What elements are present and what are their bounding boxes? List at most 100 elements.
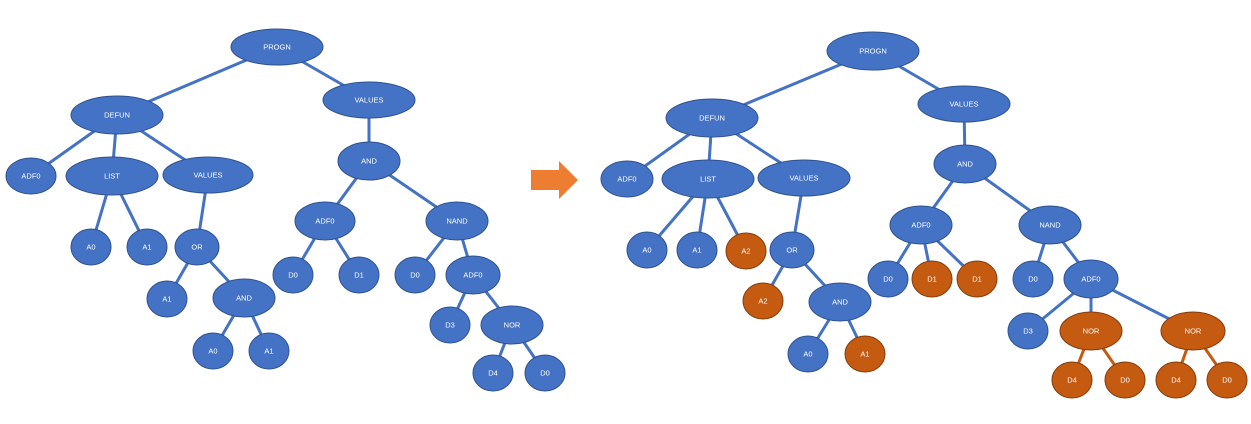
node-d1b: D1 — [956, 260, 998, 298]
node-label: A1 — [860, 350, 869, 359]
node-a1c: A1 — [248, 332, 290, 370]
node-label: A1 — [264, 347, 273, 356]
node-ellipse — [294, 201, 356, 241]
node-d0a: D0 — [867, 260, 909, 298]
node-adf0b: ADF0 — [889, 205, 953, 245]
node-label: D4 — [1171, 376, 1181, 385]
node-and2: AND — [933, 144, 997, 184]
node-label: ADF0 — [21, 172, 40, 181]
node-a0b: A0 — [192, 332, 234, 370]
node-ellipse — [1063, 259, 1119, 299]
node-label: AND — [832, 298, 848, 307]
node-ellipse — [769, 231, 815, 269]
node-ellipse — [665, 98, 759, 138]
node-label: NAND — [446, 217, 468, 226]
node-label: A1 — [142, 243, 151, 252]
node-label: ADF0 — [1081, 275, 1100, 284]
node-ellipse — [1007, 312, 1049, 350]
node-d0c: D0 — [524, 354, 566, 392]
right-arrow-icon — [531, 161, 578, 199]
node-label: NAND — [1039, 221, 1061, 230]
node-adf0a: ADF0 — [5, 157, 57, 195]
node-label: ADF0 — [617, 175, 636, 184]
node-ellipse — [337, 141, 401, 181]
node-values1: VALUES — [322, 81, 416, 119]
node-ellipse — [757, 159, 851, 197]
node-ellipse — [626, 231, 668, 269]
node-ellipse — [1104, 361, 1146, 399]
node-ellipse — [725, 232, 767, 270]
node-nor: NOR — [480, 305, 544, 345]
node-label: A1 — [162, 295, 171, 304]
node-ellipse — [1059, 311, 1123, 351]
node-ellipse — [394, 256, 436, 294]
node-a1c: A1 — [844, 335, 886, 373]
node-ellipse — [126, 228, 168, 266]
node-defun: DEFUN — [70, 95, 164, 135]
node-ellipse — [956, 260, 998, 298]
node-label: D0 — [883, 275, 893, 284]
node-d3: D3 — [1007, 312, 1049, 350]
node-ellipse — [174, 228, 220, 266]
node-label: VALUES — [193, 171, 222, 180]
node-values2: VALUES — [757, 159, 851, 197]
node-ellipse — [1160, 311, 1226, 351]
node-label: NOR — [504, 321, 521, 330]
node-ellipse — [661, 159, 755, 199]
node-label: D0 — [1120, 376, 1130, 385]
node-progn: PROGN — [826, 31, 920, 71]
node-ellipse — [742, 282, 784, 320]
node-ellipse — [70, 228, 112, 266]
node-adf0b: ADF0 — [294, 201, 356, 241]
node-label: D3 — [1023, 327, 1033, 336]
node-label: NOR — [1185, 327, 1202, 336]
node-ellipse — [1206, 361, 1248, 399]
node-values2: VALUES — [162, 156, 254, 194]
node-list: LIST — [65, 156, 159, 196]
node-ellipse — [212, 278, 276, 318]
node-ellipse — [445, 255, 501, 295]
node-ellipse — [600, 160, 654, 198]
node-ellipse — [917, 85, 1011, 123]
node-ellipse — [867, 260, 909, 298]
node-d3: D3 — [429, 306, 471, 344]
node-d0a: D0 — [272, 256, 314, 294]
node-a2b: A2 — [742, 282, 784, 320]
node-label: A0 — [642, 246, 651, 255]
node-adf0a: ADF0 — [600, 160, 654, 198]
node-ellipse — [808, 282, 872, 322]
node-label: A2 — [741, 247, 750, 256]
node-label: A1 — [692, 246, 701, 255]
node-label: D4 — [488, 369, 498, 378]
node-ellipse — [524, 354, 566, 392]
node-and2: AND — [337, 141, 401, 181]
node-label: AND — [236, 294, 252, 303]
node-ellipse — [429, 306, 471, 344]
node-label: OR — [191, 243, 203, 252]
node-label: D0 — [1028, 275, 1038, 284]
node-nor1: NOR — [1059, 311, 1123, 351]
node-d4: D4 — [472, 354, 514, 392]
node-and1: AND — [212, 278, 276, 318]
node-label: D0 — [410, 271, 420, 280]
node-label: A2 — [758, 297, 767, 306]
node-a1b: A1 — [146, 280, 188, 318]
node-label: D1 — [927, 275, 937, 284]
node-ellipse — [230, 28, 324, 66]
node-ellipse — [1018, 205, 1082, 245]
node-ellipse — [146, 280, 188, 318]
node-label: ADF0 — [911, 221, 930, 230]
node-d1a: D1 — [911, 260, 953, 298]
node-label: ADF0 — [315, 217, 334, 226]
node-label: A0 — [86, 243, 95, 252]
node-label: AND — [957, 160, 973, 169]
node-ellipse — [322, 81, 416, 119]
node-d1a: D1 — [338, 256, 380, 294]
node-a0a: A0 — [626, 231, 668, 269]
node-ellipse — [162, 156, 254, 194]
node-label: DEFUN — [699, 114, 725, 123]
node-nor2: NOR — [1160, 311, 1226, 351]
node-and1: AND — [808, 282, 872, 322]
node-adf0c: ADF0 — [445, 255, 501, 295]
